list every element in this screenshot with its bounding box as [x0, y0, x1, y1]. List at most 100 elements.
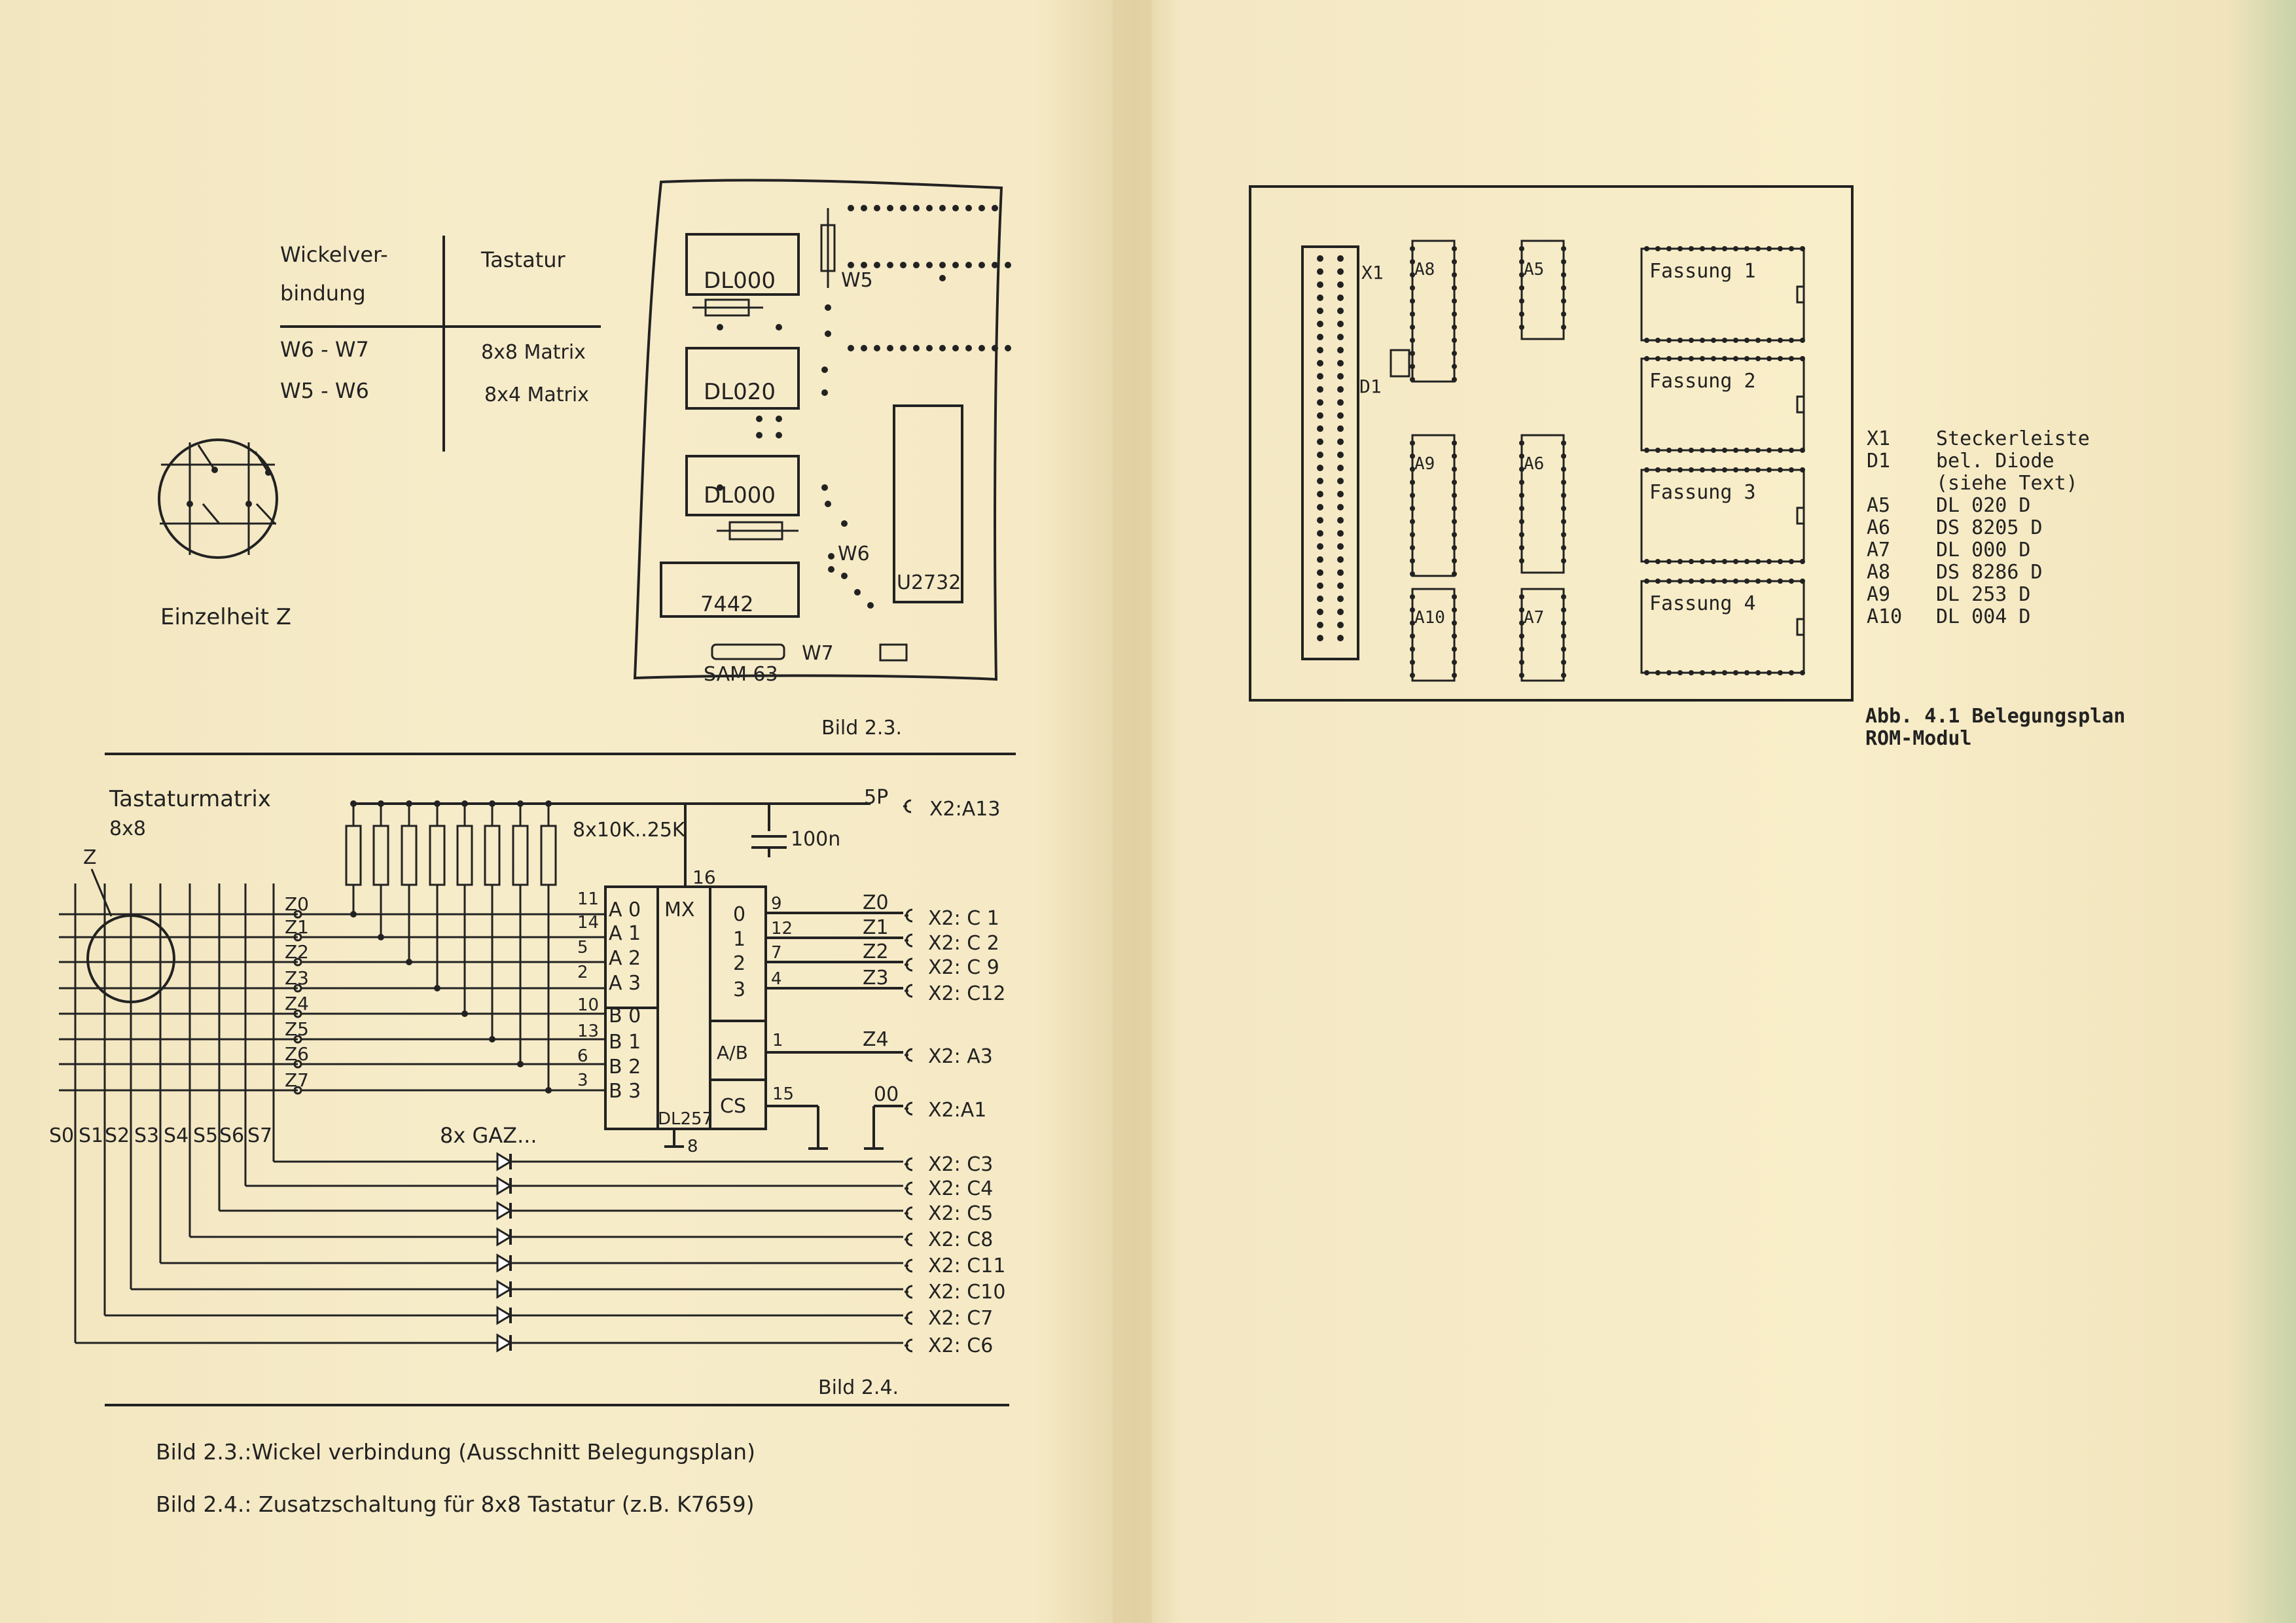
mux-input-pin: 6 [577, 1046, 588, 1066]
detail-z-marker: Z [83, 846, 97, 869]
socket-label: A8 [1414, 260, 1435, 279]
mux-output-pin: 4 [771, 969, 782, 989]
mux-input-label: B 2 [609, 1056, 641, 1079]
chip-u2732 [893, 404, 963, 603]
column-label: S0 [49, 1124, 74, 1147]
mux-input-label: B 3 [609, 1080, 641, 1103]
legend-ref: D1 [1867, 450, 1890, 473]
output-target: X2: C 1 [928, 907, 999, 930]
diode-target: X2: C6 [928, 1334, 993, 1357]
mux-input-pin: 2 [577, 963, 588, 982]
legend-desc: DS 8286 D [1936, 561, 2043, 584]
diode-label: D1 [1359, 376, 1382, 397]
socket-label: A9 [1414, 454, 1435, 474]
row-label: Z7 [285, 1069, 309, 1091]
chip-label: U2732 [897, 571, 961, 594]
table-cell-connection: W5 - W6 [280, 378, 369, 403]
supply-label: 5P [864, 786, 888, 809]
caption-bild-2-3: Bild 2.3.:Wickel verbindung (Ausschnitt … [156, 1439, 755, 1465]
row-label: Z5 [285, 1018, 309, 1040]
legend-desc: (siehe Text) [1936, 472, 2078, 495]
detail-caption: Einzelheit Z [160, 604, 291, 630]
diode [488, 1254, 520, 1272]
ab-pin: 1 [772, 1031, 783, 1050]
ic-socket [1411, 588, 1456, 682]
schematic-title: Tastaturmatrix [109, 786, 271, 812]
legend-desc: DS 8205 D [1936, 516, 2043, 539]
diode [488, 1202, 520, 1220]
mux-input-pin: 13 [577, 1022, 599, 1041]
diode-target: X2: C5 [928, 1202, 993, 1225]
chip-label: 7442 [700, 592, 753, 616]
mux-input-pin: 14 [577, 913, 599, 933]
chip-label: DL000 [704, 268, 776, 294]
table-cell-keyboard: 8x8 Matrix [481, 341, 586, 364]
legend-ref: A8 [1867, 561, 1890, 584]
mux-chip-name: DL257 [658, 1109, 713, 1129]
mount-label: Fassung 2 [1649, 370, 1756, 393]
table-cell-connection: W6 - W7 [280, 337, 369, 362]
mux-output-label: 1 [733, 928, 745, 951]
row-label: Z1 [285, 916, 309, 938]
mux-input-label: B 0 [609, 1005, 641, 1027]
diode-target: X2: C7 [928, 1307, 993, 1330]
mux-input-label: A 2 [609, 947, 641, 970]
chip-label: DL000 [704, 482, 776, 508]
diode-target: X2: C4 [928, 1177, 993, 1200]
cs-signal: 00 [874, 1083, 899, 1106]
mount-label: Fassung 3 [1649, 481, 1756, 504]
connector-label: X1 [1361, 262, 1384, 283]
table-header-connection-cont: bindung [280, 281, 366, 306]
column-label: S2 [105, 1124, 130, 1147]
chip-dl000-top [685, 233, 800, 296]
mux-output-pin: 7 [771, 943, 782, 963]
diode-target: X2: C10 [928, 1281, 1005, 1304]
column-label: S4 [164, 1124, 188, 1147]
diode-target: X2: C8 [928, 1228, 993, 1251]
diode-target: X2: C11 [928, 1255, 1005, 1277]
ab-label: A/B [717, 1042, 748, 1063]
mux-input-pin: 3 [577, 1071, 588, 1090]
figure-caption-2-4: Bild 2.4. [818, 1376, 899, 1399]
mux-pin-8: 8 [687, 1137, 698, 1156]
socket-label: A6 [1524, 454, 1544, 474]
row-label: Z6 [285, 1043, 309, 1065]
cs-target: X2:A1 [928, 1099, 986, 1122]
diode [488, 1334, 520, 1352]
row-label: Z0 [285, 893, 309, 915]
mux-output-label: 0 [733, 903, 745, 926]
wiring-table: Wickelver- bindung Tastatur W6 - W7 8x8 … [280, 236, 601, 452]
caption-bild-2-4: Bild 2.4.: Zusatzschaltung für 8x8 Tasta… [156, 1491, 755, 1517]
legend-desc: DL 020 D [1936, 494, 2031, 517]
mux-pin-16: 16 [692, 866, 716, 888]
jumper-label-w6: W6 [838, 543, 870, 565]
legend-ref: A10 [1867, 605, 1902, 628]
figure-caption-2-3: Bild 2.3. [821, 717, 902, 740]
chip-dl020 [685, 347, 800, 410]
chip-dl000-bottom [685, 455, 800, 516]
row-label: Z4 [285, 993, 309, 1014]
legend-desc: DL 004 D [1936, 605, 2031, 628]
output-target: X2: C 9 [928, 956, 999, 979]
cs-pin: 15 [772, 1084, 794, 1104]
mux-input-label: A 3 [609, 972, 641, 995]
jumper-label-w5: W5 [841, 269, 873, 292]
legend-desc: Steckerleiste [1936, 427, 2090, 450]
column-label: S3 [134, 1124, 159, 1147]
diodes-label: 8x GAZ... [440, 1123, 537, 1148]
table-header-connection: Wickelver- [280, 242, 388, 267]
table-header-keyboard: Tastatur [480, 247, 566, 272]
ab-target: X2: A3 [928, 1045, 993, 1068]
figure-caption-4-1-cont: ROM-Modul [1865, 727, 1972, 750]
legend-desc: bel. Diode [1936, 450, 2054, 473]
chip-label: DL020 [704, 379, 776, 405]
socket-label: A7 [1524, 608, 1544, 628]
figure-caption-4-1: Abb. 4.1 Belegungsplan [1865, 705, 2125, 728]
ic-socket [1411, 240, 1456, 383]
diode [488, 1280, 520, 1298]
legend-ref: A5 [1867, 494, 1890, 517]
